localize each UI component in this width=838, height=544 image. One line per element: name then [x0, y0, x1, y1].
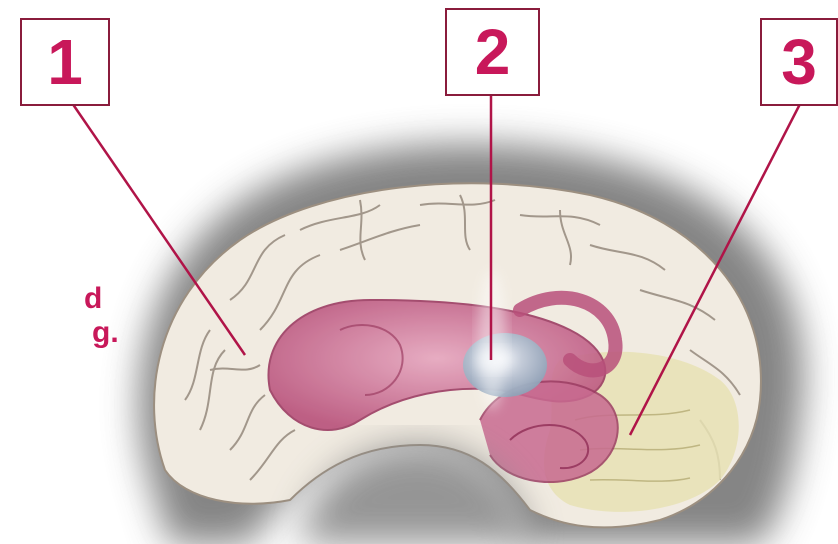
label-number: 2 [475, 20, 511, 84]
label-box-1: 1 [20, 18, 110, 106]
cropped-text-line-2: g. [92, 318, 119, 348]
label-number: 3 [781, 30, 817, 94]
label-number: 1 [47, 30, 83, 94]
label-box-3: 3 [760, 18, 838, 106]
label-box-2: 2 [445, 8, 540, 96]
cropped-text-line-1: d [84, 284, 102, 314]
